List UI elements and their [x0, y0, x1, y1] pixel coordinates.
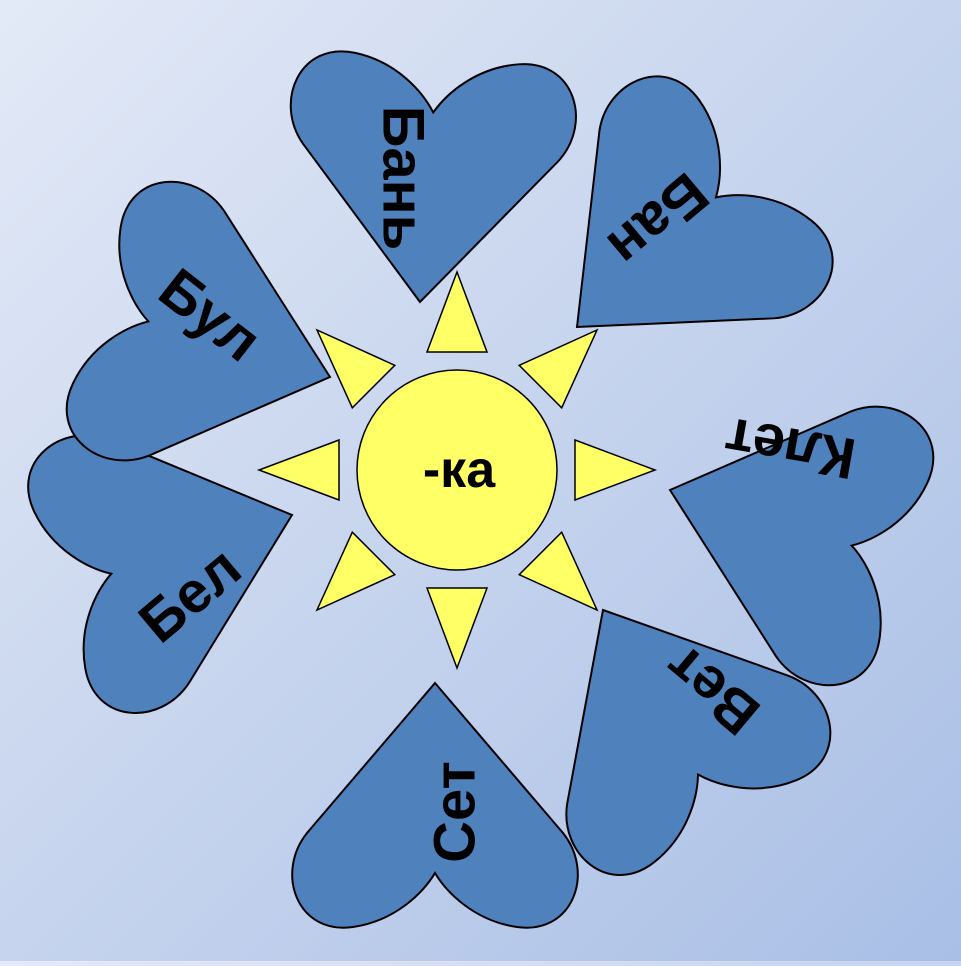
- heart-petal-shape: [565, 608, 832, 876]
- petal-7: Бул: [65, 180, 332, 462]
- petal-5: Сет: [291, 681, 579, 929]
- sun-ray: [315, 530, 397, 612]
- sun-ray: [425, 269, 489, 353]
- sun-ray: [517, 328, 599, 410]
- petal-6: Бел: [27, 434, 294, 714]
- sun-center: -ка: [356, 369, 558, 571]
- petal-3: Клет: [668, 405, 935, 687]
- sun-ray: [256, 438, 340, 502]
- heart-petal-shape: [65, 180, 332, 462]
- petal-2: Бан: [575, 75, 834, 329]
- sun-ray: [574, 438, 658, 502]
- sun-ray: [425, 587, 489, 671]
- heart-petal-shape: [289, 50, 577, 304]
- sun-circle: [356, 369, 558, 571]
- heart-petal-shape: [291, 681, 579, 929]
- petal-label: Сет: [423, 761, 488, 863]
- heart-petal-shape: [668, 405, 935, 687]
- sun-ray: [315, 328, 397, 410]
- heart-petal-shape: [575, 75, 834, 329]
- sun-rays-layer: [256, 269, 658, 671]
- heart-petal-shape: [27, 434, 294, 714]
- petal-1: Бань: [289, 50, 577, 304]
- petal-label: Бань: [371, 106, 436, 251]
- suffix-label: -ка: [423, 441, 496, 499]
- sun-ray: [517, 530, 599, 612]
